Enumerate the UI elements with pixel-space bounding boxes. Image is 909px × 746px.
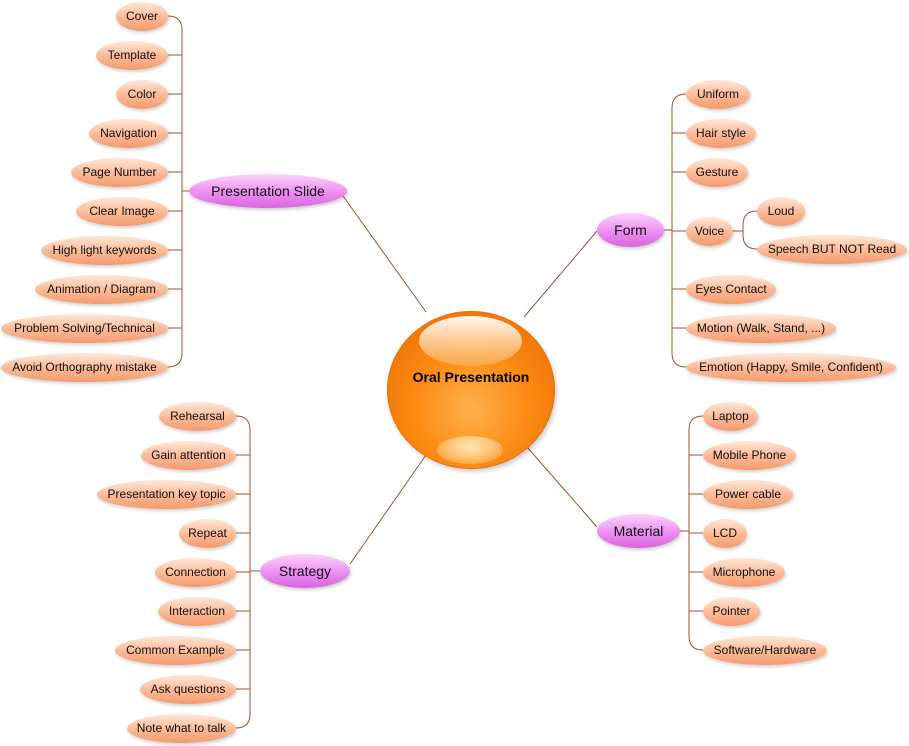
central-topic-bubble[interactable] <box>387 311 555 469</box>
leaf-avoid-orthography-mistake[interactable]: Avoid Orthography mistake <box>1 353 168 382</box>
leaf-interaction[interactable]: Interaction <box>158 597 236 626</box>
leaf-laptop[interactable]: Laptop <box>703 402 758 431</box>
leaf-speech-not-read[interactable]: Speech BUT NOT Read <box>757 235 907 264</box>
leaf-note-what-to-talk[interactable]: Note what to talk <box>127 714 236 743</box>
leaf-navigation[interactable]: Navigation <box>89 119 168 148</box>
leaf-connection[interactable]: Connection <box>155 558 236 587</box>
leaf-voice[interactable]: Voice <box>686 217 733 246</box>
leaf-software-hardware[interactable]: Software/Hardware <box>703 636 827 665</box>
connector-form-leaves <box>664 93 687 368</box>
branch-strategy[interactable]: Strategy <box>260 554 350 588</box>
leaf-hair-style[interactable]: Hair style <box>686 119 756 148</box>
leaf-eyes-contact[interactable]: Eyes Contact <box>686 275 776 304</box>
leaf-clear-image[interactable]: Clear Image <box>76 197 168 226</box>
leaf-mobile-phone[interactable]: Mobile Phone <box>703 441 796 470</box>
leaf-template[interactable]: Template <box>96 41 168 70</box>
connector-presentation-slide-leaves <box>167 15 189 368</box>
leaf-animation-diagram[interactable]: Animation / Diagram <box>35 275 168 304</box>
connector-center-form <box>523 230 598 318</box>
leaf-problem-solving-technical[interactable]: Problem Solving/Technical <box>1 314 168 343</box>
leaf-repeat[interactable]: Repeat <box>179 519 236 548</box>
leaf-motion[interactable]: Motion (Walk, Stand, ...) <box>686 314 836 343</box>
leaf-gesture[interactable]: Gesture <box>686 158 748 187</box>
connector-center-material <box>526 446 598 528</box>
leaf-ask-questions[interactable]: Ask questions <box>140 675 236 704</box>
leaf-pointer[interactable]: Pointer <box>703 597 760 626</box>
leaf-page-number[interactable]: Page Number <box>71 158 168 187</box>
connector-center-presentation-slide <box>342 195 427 313</box>
leaf-microphone[interactable]: Microphone <box>703 558 785 587</box>
bubble-reflection <box>437 436 503 464</box>
leaf-high-light-keywords[interactable]: High light keywords <box>41 236 168 265</box>
leaf-cover[interactable]: Cover <box>116 2 168 31</box>
connector-center-strategy <box>349 454 427 565</box>
branch-form[interactable]: Form <box>597 213 664 247</box>
connector-voice-leaves <box>733 210 758 250</box>
leaf-lcd[interactable]: LCD <box>703 519 747 548</box>
leaf-rehearsal[interactable]: Rehearsal <box>159 402 236 431</box>
branch-material[interactable]: Material <box>597 514 680 548</box>
leaf-power-cable[interactable]: Power cable <box>703 480 793 509</box>
branch-presentation-slide[interactable]: Presentation Slide <box>189 174 347 208</box>
connector-strategy-leaves <box>235 415 260 729</box>
central-topic-title: Oral Presentation <box>412 369 530 385</box>
leaf-gain-attention[interactable]: Gain attention <box>141 441 236 470</box>
leaf-common-example[interactable]: Common Example <box>115 636 236 665</box>
leaf-loud[interactable]: Loud <box>757 197 805 226</box>
connector-material-leaves <box>680 415 704 651</box>
leaf-uniform[interactable]: Uniform <box>686 80 750 109</box>
bubble-highlight <box>419 316 522 366</box>
leaf-color[interactable]: Color <box>116 80 168 109</box>
leaf-emotion[interactable]: Emotion (Happy, Smile, Confident) <box>686 353 896 382</box>
leaf-presentation-key-topic[interactable]: Presentation key topic <box>97 480 236 509</box>
